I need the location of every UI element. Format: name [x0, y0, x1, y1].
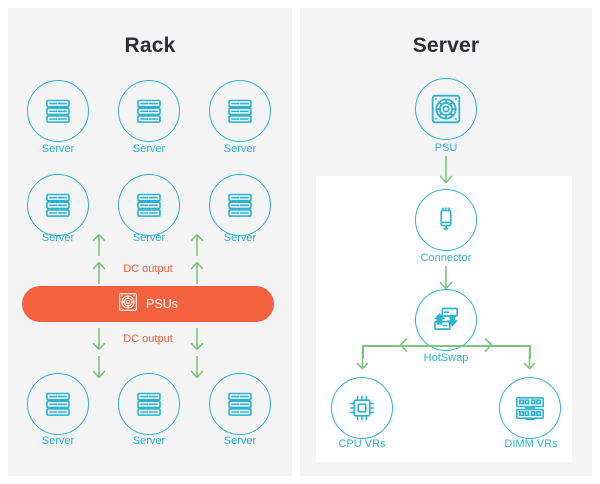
page-title-server: Server — [412, 34, 480, 57]
server-node-bottom-1-label: Server — [41, 435, 75, 447]
server-rack-icon — [42, 388, 74, 420]
server-rack-icon — [42, 189, 74, 221]
server-node-bottom-2[interactable] — [118, 373, 180, 435]
dc-output-arrow-up-right-a — [188, 232, 206, 261]
server-rack-icon — [42, 95, 74, 127]
dc-output-arrow-down-left-b — [90, 356, 108, 385]
hotswap-branch-chevron-left — [398, 338, 410, 357]
server-rack-icon — [133, 189, 165, 221]
hotswap-branch-line — [362, 345, 530, 347]
hotswap-node-label: HotSwap — [423, 352, 469, 364]
server-node-top-3-label: Server — [223, 143, 257, 155]
server-node-bottom-3-label: Server — [223, 435, 257, 447]
connector-icon — [430, 204, 462, 236]
hotswap-icon — [429, 303, 463, 337]
page-title-rack: Rack — [124, 34, 176, 57]
server-node-mid-1-label: Server — [41, 232, 75, 244]
server-node-top-1-label: Server — [41, 143, 75, 155]
psu-node-label: PSU — [434, 142, 458, 154]
server-rack-icon — [224, 388, 256, 420]
dc-output-arrow-down-right-b — [188, 356, 206, 385]
server-node-top-3[interactable] — [209, 80, 271, 142]
psus-bar-label: PSUs — [146, 297, 178, 311]
server-node-bottom-2-label: Server — [132, 435, 166, 447]
dimm-vrs-node-label: DIMM VRs — [504, 438, 558, 450]
dimm-memory-icon — [513, 391, 547, 425]
cpu-chip-icon — [346, 392, 378, 424]
server-rack-icon — [224, 95, 256, 127]
dc-output-label-bottom: DC output — [123, 333, 173, 345]
psu-to-connector-arrow — [437, 156, 455, 191]
hotswap-branch-chevron-right — [482, 338, 494, 357]
hotswap-to-cpuvrs-arrow — [354, 352, 371, 377]
server-rack-icon — [133, 388, 165, 420]
psus-bar[interactable]: PSUs — [22, 286, 274, 322]
psu-fan-icon — [429, 92, 463, 126]
connector-node[interactable] — [415, 189, 477, 251]
server-node-mid-2-label: Server — [132, 232, 166, 244]
server-node-mid-3[interactable] — [209, 174, 271, 236]
dc-output-arrow-down-left-a — [90, 328, 108, 357]
server-node-top-1[interactable] — [27, 80, 89, 142]
server-node-bottom-3[interactable] — [209, 373, 271, 435]
dc-output-arrow-down-right-a — [188, 328, 206, 357]
psu-fan-icon — [118, 292, 138, 317]
hotswap-to-dimmvrs-arrow — [521, 352, 538, 377]
psu-node[interactable] — [415, 78, 477, 140]
server-node-mid-1[interactable] — [27, 174, 89, 236]
server-node-mid-3-label: Server — [223, 232, 257, 244]
dc-output-label-top: DC output — [123, 263, 173, 275]
server-node-mid-2[interactable] — [118, 174, 180, 236]
server-rack-icon — [133, 95, 165, 127]
connector-node-label: Connector — [420, 252, 472, 264]
dc-output-arrow-up-left-a — [90, 232, 108, 261]
cpu-vrs-node[interactable] — [331, 377, 393, 439]
server-rack-icon — [224, 189, 256, 221]
cpu-vrs-node-label: CPU VRs — [338, 438, 386, 450]
server-node-top-2[interactable] — [118, 80, 180, 142]
dc-output-arrow-up-right-b — [188, 260, 206, 289]
hotswap-node[interactable] — [415, 289, 477, 351]
server-node-top-2-label: Server — [132, 143, 166, 155]
connector-to-hotswap-arrow — [437, 266, 455, 297]
server-node-bottom-1[interactable] — [27, 373, 89, 435]
dc-output-arrow-up-left-b — [90, 260, 108, 289]
dimm-vrs-node[interactable] — [499, 377, 561, 439]
